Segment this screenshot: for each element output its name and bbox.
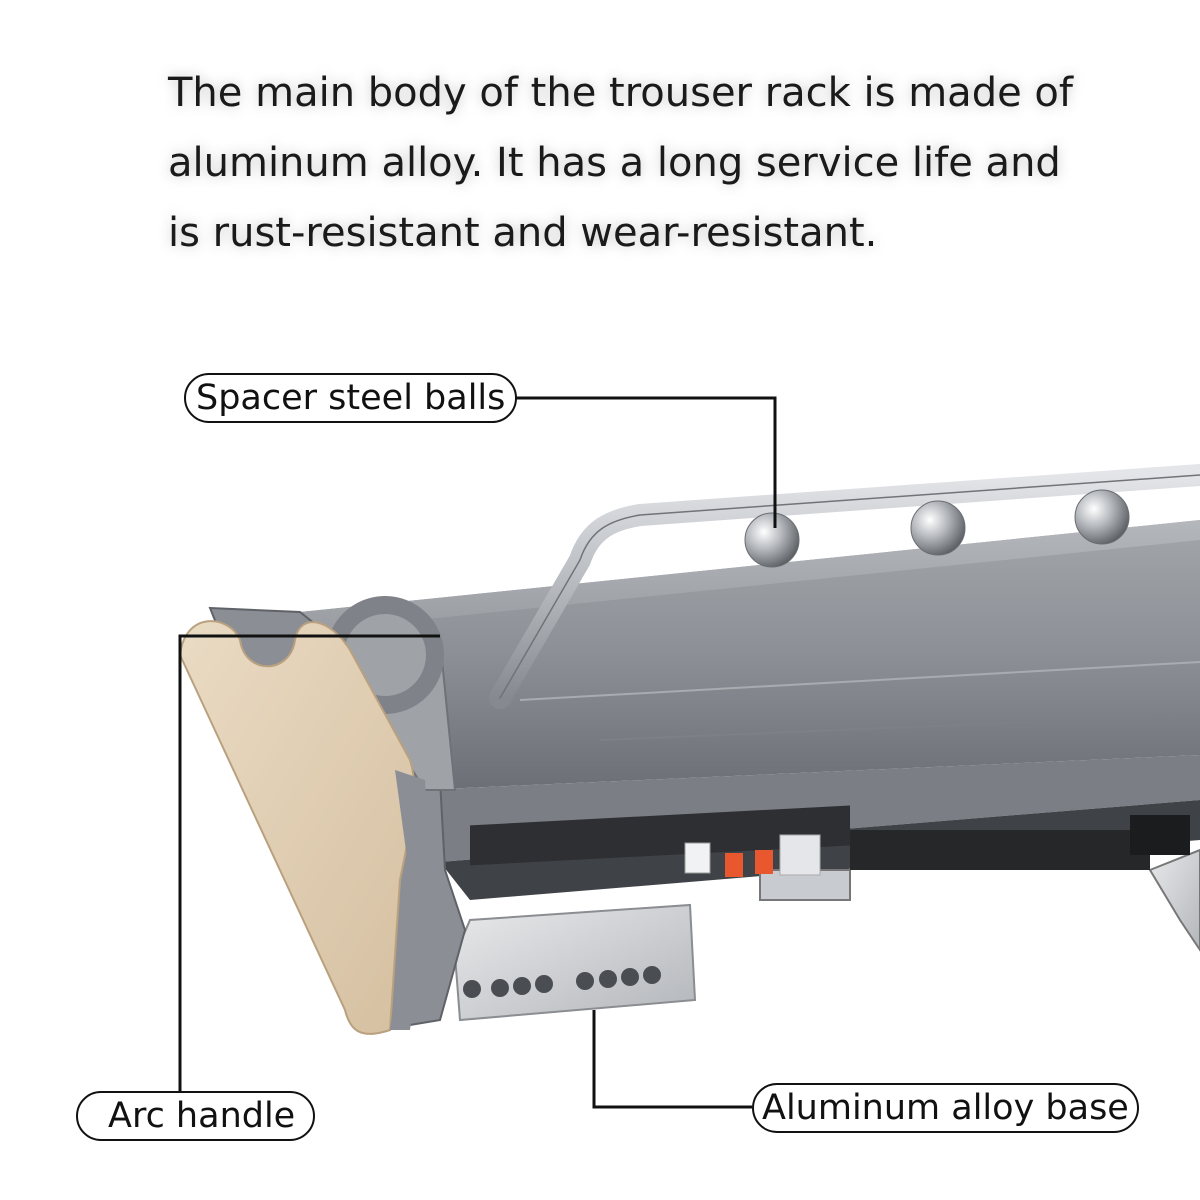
description-text: The main body of the trouser rack is mad… — [168, 58, 1088, 268]
spacer-ball — [1074, 489, 1130, 545]
leader-lines — [178, 396, 777, 1109]
aluminum-base-plate — [453, 903, 697, 1022]
slide-mechanism — [470, 805, 1190, 901]
spacer-leader-line — [495, 396, 777, 528]
handle-leader-line — [178, 634, 440, 1095]
hanging-bar — [489, 464, 1200, 709]
description-line-3: is rust-resistant and wear-resistant. — [168, 210, 878, 256]
description-line-1: The main body of the trouser rack is mad… — [168, 70, 1073, 116]
spacer-balls — [744, 489, 1130, 568]
spacer-steel-balls-callout: Spacer steel balls — [184, 373, 518, 423]
aluminum-alloy-base-callout: Aluminum alloy base — [752, 1083, 1139, 1133]
arc-handle-callout: Arc handle — [76, 1091, 316, 1141]
arc-handle-face — [178, 620, 430, 1035]
spacer-ball — [744, 512, 800, 568]
spacer-ball — [910, 500, 966, 556]
base-leader-line — [592, 1010, 752, 1109]
rear-bracket — [1148, 848, 1200, 952]
description-line-2: aluminum alloy. It has a long service li… — [168, 140, 1061, 186]
